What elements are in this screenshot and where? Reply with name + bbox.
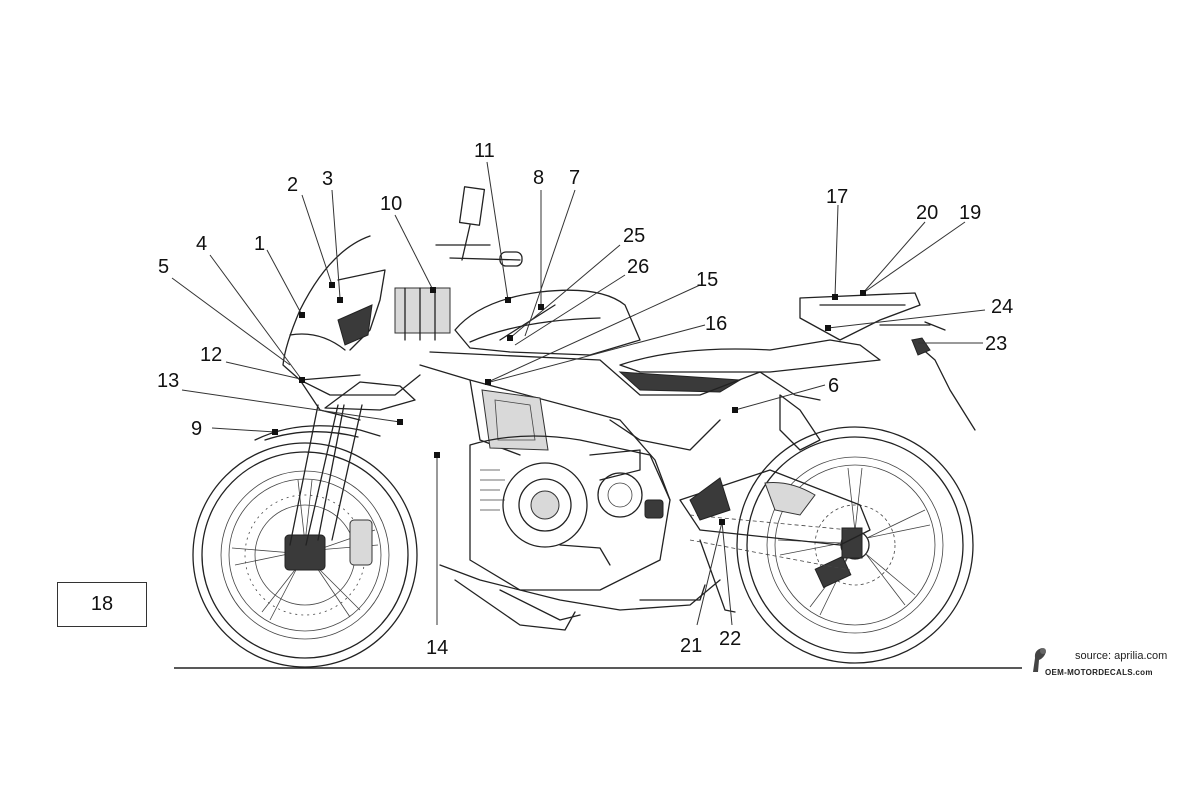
front-fairing: [282, 235, 421, 421]
marker-15: [485, 379, 491, 385]
marker-17: [832, 294, 838, 300]
callout-24: 24: [991, 296, 1013, 318]
swingarm: [679, 394, 871, 571]
marker-10: [430, 287, 436, 293]
callout-25: 25: [623, 225, 645, 247]
fuel-tank: [454, 289, 641, 356]
callout-20: 20: [916, 202, 938, 224]
exhaust-bellypan: [439, 564, 721, 631]
callout-26: 26: [627, 256, 649, 278]
callout-3: 3: [322, 168, 333, 190]
callout-15: 15: [696, 269, 718, 291]
marker-13: [397, 419, 403, 425]
callout-4: 4: [196, 233, 207, 255]
front-wheel: [192, 442, 418, 668]
marker-11: [505, 297, 511, 303]
marker-21: [719, 519, 725, 525]
brand-logo-icon: [1033, 648, 1046, 672]
callout-11: 11: [474, 140, 495, 162]
callout-8: 8: [533, 167, 544, 189]
callout-6: 6: [828, 375, 839, 397]
callout-2: 2: [287, 174, 298, 196]
engine: [469, 435, 671, 591]
rear-wheel: [736, 426, 974, 664]
callout-1: 1: [254, 233, 265, 255]
leader-lines: [171, 161, 986, 626]
front-fork: [254, 404, 381, 546]
side-stand: [699, 539, 736, 613]
handlebar-assembly: [394, 186, 523, 341]
marker-6: [732, 407, 738, 413]
callout-14: 14: [426, 637, 448, 659]
callout-16: 16: [705, 313, 727, 335]
callout-13: 13: [157, 370, 179, 392]
marker-24: [825, 325, 831, 331]
callout-numbers: 1 2 3 4 5 6 7 8 9 10 11 12 13 14 15 16 1…: [157, 140, 1013, 659]
marker-25: [507, 335, 513, 341]
callout-18-box: 18: [57, 582, 147, 627]
source-credit: source: aprilia.com: [1075, 650, 1168, 662]
callout-9: 9: [191, 418, 202, 440]
marker-2: [329, 282, 335, 288]
marker-8: [538, 304, 544, 310]
marker-9: [272, 429, 278, 435]
seat-and-tail: [618, 292, 976, 431]
callout-17: 17: [826, 186, 848, 208]
site-watermark: OEM-MOTORDECALS.com: [1045, 668, 1153, 677]
callout-7: 7: [569, 167, 580, 189]
frame: [419, 351, 761, 501]
marker-14: [434, 452, 440, 458]
callout-22: 22: [719, 628, 741, 650]
callout-12: 12: [200, 344, 222, 366]
callout-5: 5: [158, 256, 169, 278]
marker-1: [299, 312, 305, 318]
marker-19: [860, 290, 866, 296]
callout-18: 18: [90, 593, 114, 615]
marker-4: [299, 377, 305, 383]
decal-markers: [272, 282, 866, 525]
marker-3: [337, 297, 343, 303]
callout-23: 23: [985, 333, 1007, 355]
callout-19: 19: [959, 202, 981, 224]
callout-10: 10: [380, 193, 402, 215]
motorcycle-drawing: [192, 186, 976, 668]
callout-21: 21: [680, 635, 702, 657]
